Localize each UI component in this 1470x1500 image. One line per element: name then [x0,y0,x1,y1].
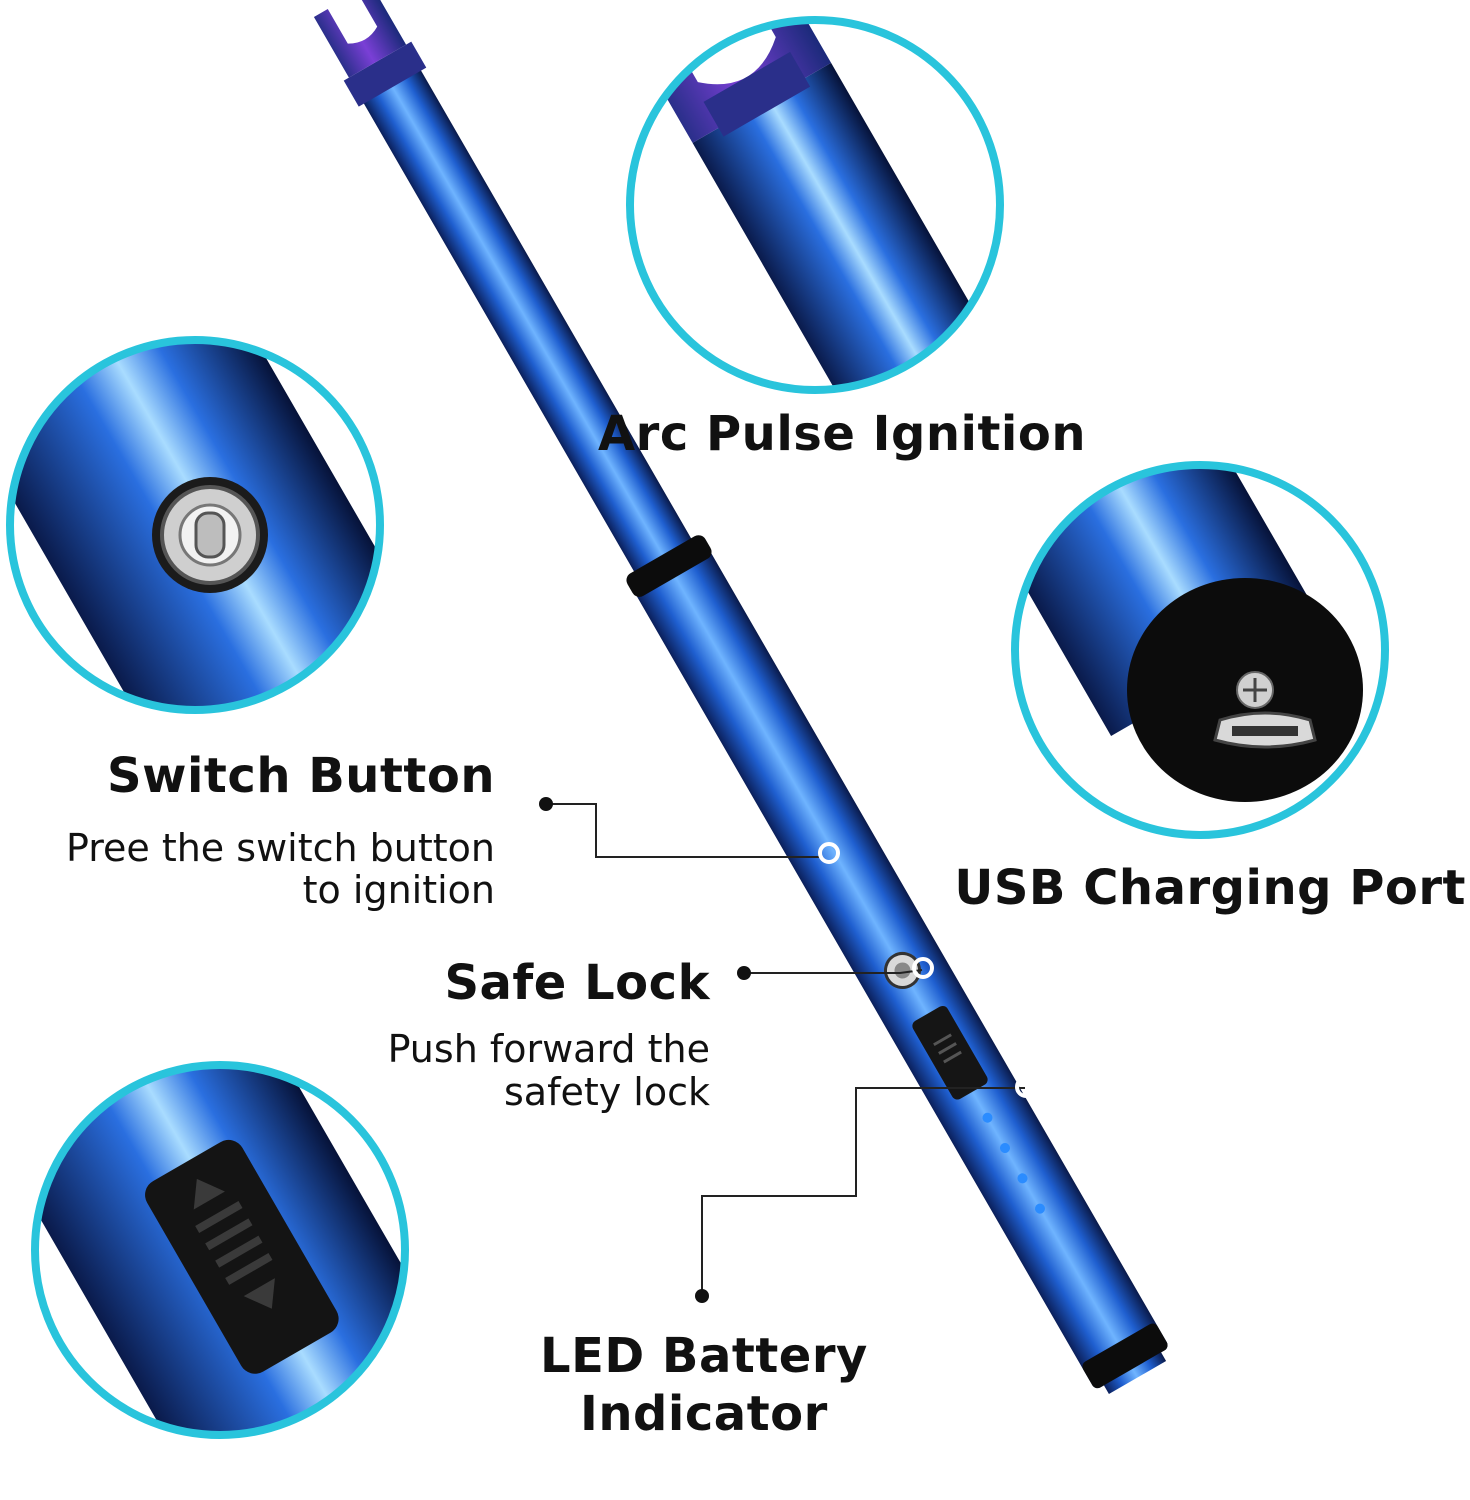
arc-pulse-ignition-title: Arc Pulse Ignition [598,406,1087,462]
zoom-circle-arc [626,16,1004,394]
usb-port-icon [1213,671,1317,749]
safe-lock-desc-line1: Push forward the [387,1027,710,1071]
lighter-rod [313,0,1168,1395]
switch-button-zoom-icon [152,477,268,593]
led-battery-indicator-title-line2: Indicator [580,1386,828,1442]
usb-charging-port-title: USB Charging Port [954,860,1466,916]
slider-lock-icon [912,1005,988,1100]
safe-lock-desc-line2: safety lock [503,1070,710,1114]
switch-button-title: Switch Button [107,748,495,804]
zoom-circle-usb [1011,461,1389,839]
led-battery-indicator-title-line1: LED Battery [540,1328,868,1384]
callout-targets [818,842,1037,1098]
switch-button-icon [884,951,921,989]
switch-button-desc-line2: to ignition [302,868,495,912]
zoom-circle-lock [31,1061,409,1439]
safe-lock-title: Safe Lock [444,955,710,1011]
callout-dots [539,797,751,1303]
slider-lock-zoom-icon [145,1139,339,1374]
switch-button-desc-line1: Pree the switch button [65,826,495,870]
led-dot-icon [982,1112,1045,1214]
